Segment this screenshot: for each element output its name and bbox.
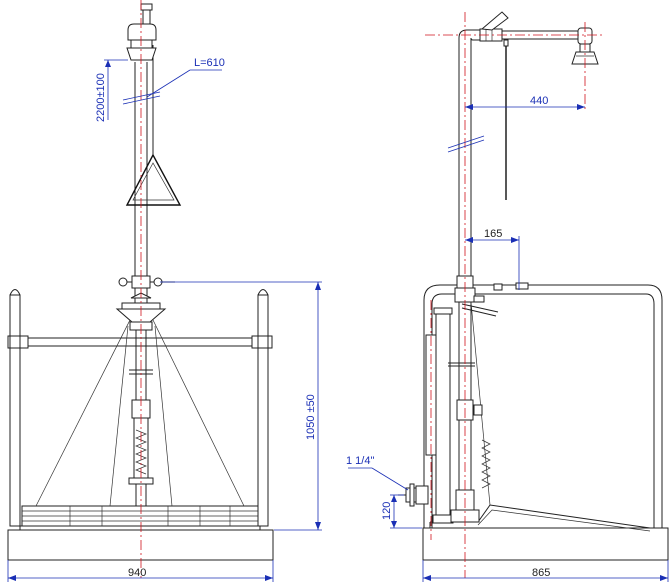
side-eyewash-bowl (461, 282, 529, 317)
side-spring (481, 439, 491, 489)
front-view: L=610 2200±100 1050 ±50 940 (7, 0, 322, 582)
dim-offset: 165 (465, 228, 520, 290)
side-inlet-pipe (425, 307, 454, 524)
inlet-height-label: 120 (381, 502, 393, 520)
leader-length: L=610 (146, 57, 225, 98)
pipe-size-label: 1 1/4" (346, 455, 374, 467)
valve-lever (480, 11, 509, 31)
floor-grating (21, 505, 259, 527)
total-height-label: 2200±100 (95, 73, 107, 122)
front-left-post (7, 289, 29, 527)
dim-inlet-height: 120 (381, 494, 422, 529)
front-shower-head (126, 3, 157, 61)
front-base-plinth (7, 529, 274, 561)
chain-right (152, 319, 245, 507)
dim-frame-height: 1050 ±50 (160, 281, 322, 531)
dim-width: 940 (7, 560, 274, 582)
dim-total-height: 2200±100 (95, 59, 128, 122)
chain-left (35, 319, 131, 507)
eyewash-valve (118, 275, 175, 304)
side-push-mechanism (470, 301, 491, 506)
side-grating (477, 504, 651, 529)
leader-pipe-size: 1 1/4" (346, 455, 409, 491)
width-label: 940 (128, 567, 146, 579)
pull-handle (125, 45, 182, 206)
depth-label: 865 (532, 567, 550, 579)
front-right-post (251, 289, 273, 527)
dim-arm-length: 440 (465, 95, 585, 110)
shower-arm (458, 11, 593, 200)
length-label: L=610 (194, 57, 225, 69)
side-view: 1 1/4" 120 (346, 11, 669, 582)
offset-label: 165 (484, 228, 502, 240)
front-cross-bar (27, 337, 253, 347)
frame-height-label: 1050 ±50 (305, 394, 317, 440)
side-base-plinth (422, 527, 669, 561)
side-u-frame (423, 284, 663, 528)
side-main-column (448, 38, 480, 523)
dim-depth: 865 (422, 560, 669, 582)
arm-length-label: 440 (530, 95, 548, 107)
